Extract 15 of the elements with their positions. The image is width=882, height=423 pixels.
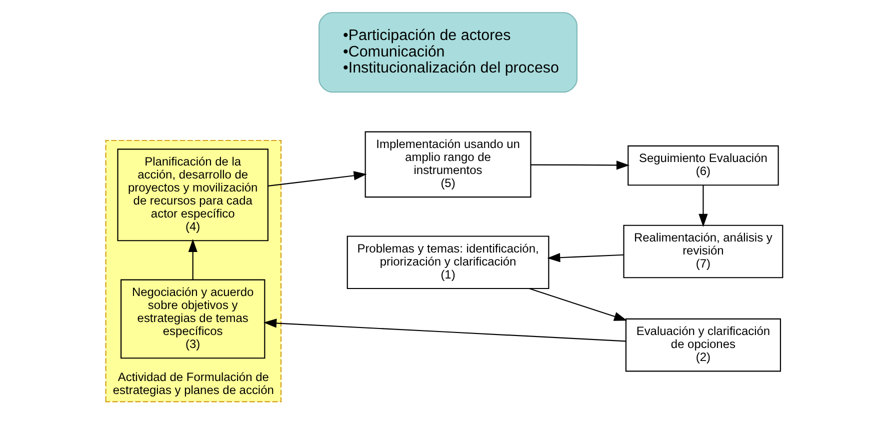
arrow <box>528 288 627 321</box>
node-box: Implementación usando un amplio rango de instrumentos (5) <box>364 131 531 198</box>
arrow <box>188 238 197 280</box>
arrow <box>546 253 624 262</box>
node-box: Seguimiento Evaluación (6) <box>627 145 778 186</box>
arrow <box>530 160 630 170</box>
node-box: Realimentación, análisis y revisión (7) <box>622 224 783 278</box>
node-box: Evaluación y clarificación de opciones (2) <box>624 318 781 372</box>
node-box: •Participación de actores •Comunicación •Institucionalización del proceso <box>318 12 578 93</box>
arrow <box>262 318 626 342</box>
node-box: Problemas y temas: identificación, priorización y clarificación (1) <box>346 236 549 290</box>
arrow <box>268 171 366 187</box>
arrow <box>698 185 708 227</box>
node-box: Planificación de la acción, desarrollo de proyectos y movilización de recursos para cada actor específico (4) <box>116 148 268 242</box>
node-box: Negociación y acuerdo sobre objetivos y estrategias de temas específicos (3) <box>120 279 265 359</box>
